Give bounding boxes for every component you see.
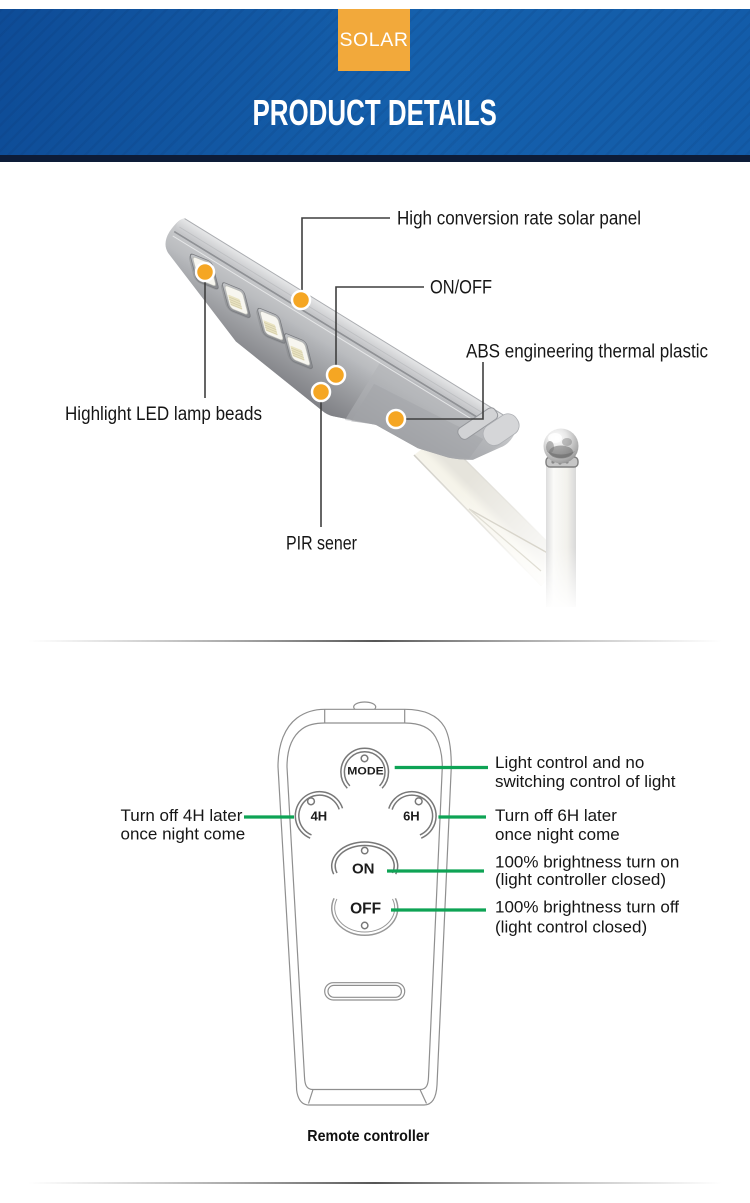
svg-text:ON/OFF: ON/OFF [430,278,492,299]
svg-text:once night come: once night come [121,825,246,844]
svg-text:4H: 4H [311,808,328,823]
svg-text:ABS engineering thermal plasti: ABS engineering thermal plastic [466,342,708,363]
svg-text:ON: ON [352,860,375,877]
svg-text:switching control of light: switching control of light [495,772,676,791]
svg-text:MODE: MODE [347,765,383,777]
svg-text:OFF: OFF [350,901,381,918]
svg-text:100% brightness turn on: 100% brightness turn on [495,853,679,872]
svg-text:100% brightness turn off: 100% brightness turn off [495,898,679,917]
svg-text:Turn off 6H later: Turn off 6H later [495,806,617,825]
svg-text:Highlight LED lamp beads: Highlight LED lamp beads [65,404,262,425]
svg-text:once night come: once night come [495,825,620,844]
svg-text:Remote controller: Remote controller [307,1128,429,1145]
svg-text:(light control closed): (light control closed) [495,917,647,936]
svg-text:Turn off 4H later: Turn off 4H later [121,806,243,825]
svg-text:Light control and no: Light control and no [495,753,644,772]
svg-text:6H: 6H [403,808,420,823]
svg-text:High conversion rate solar pan: High conversion rate solar panel [397,209,641,230]
svg-text:(light controller closed): (light controller closed) [495,870,666,889]
svg-text:PIR sener: PIR sener [286,534,358,555]
